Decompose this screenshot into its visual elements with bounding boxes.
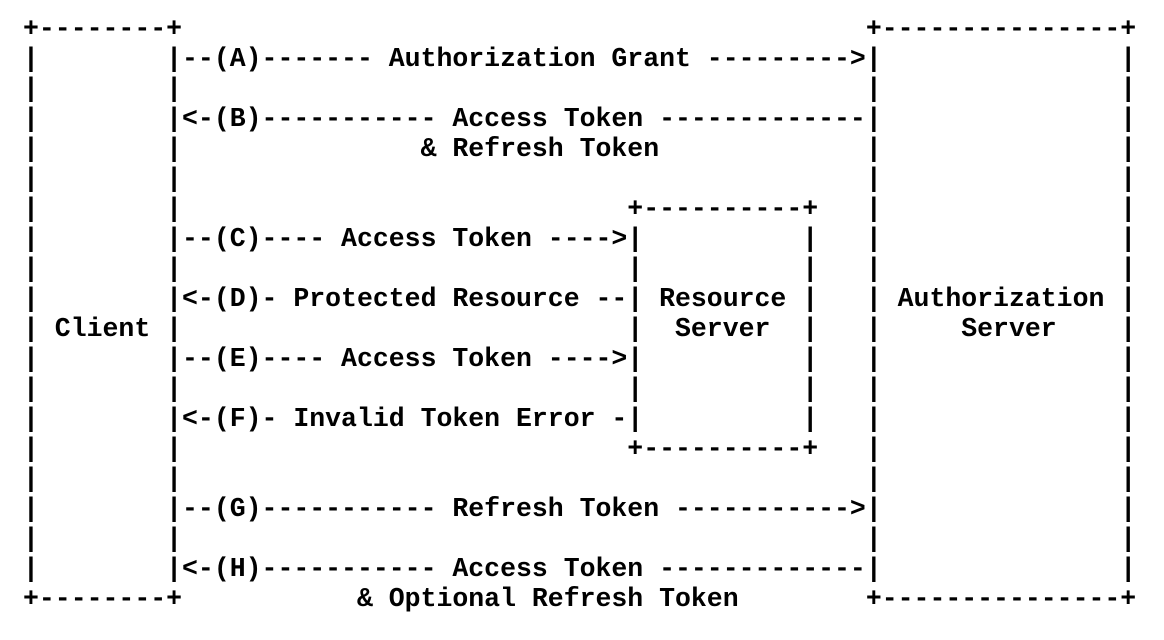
ascii-line: | |<-(D)- Protected Resource --| Resourc… bbox=[23, 284, 1137, 314]
ascii-line: | | | | | | bbox=[23, 254, 1137, 284]
ascii-flow-diagram: +--------+ +---------------+ | |--(A)---… bbox=[23, 14, 1164, 614]
ascii-line: | |--(A)------- Authorization Grant ----… bbox=[23, 44, 1137, 74]
ascii-line: +--------+ +---------------+ bbox=[23, 14, 1137, 44]
ascii-line: | |--(E)---- Access Token ---->| | | | bbox=[23, 344, 1137, 374]
ascii-line: | | | | bbox=[23, 464, 1137, 494]
ascii-line: | | | | bbox=[23, 524, 1137, 554]
ascii-line: | | | | bbox=[23, 164, 1137, 194]
ascii-line: | | & Refresh Token | | bbox=[23, 134, 1137, 164]
ascii-line: | | | | bbox=[23, 74, 1137, 104]
ascii-line: | | +----------+ | | bbox=[23, 434, 1137, 464]
ascii-line: | |<-(B)----------- Access Token -------… bbox=[23, 104, 1137, 134]
ascii-line: | | | | | | bbox=[23, 374, 1137, 404]
ascii-line: | |--(C)---- Access Token ---->| | | | bbox=[23, 224, 1137, 254]
ascii-line: | |--(G)----------- Refresh Token ------… bbox=[23, 494, 1137, 524]
ascii-line: | | +----------+ | | bbox=[23, 194, 1137, 224]
ascii-line: | |<-(H)----------- Access Token -------… bbox=[23, 554, 1137, 584]
ascii-line: +--------+ & Optional Refresh Token +---… bbox=[23, 584, 1137, 614]
ascii-line: | Client | | Server | | Server | bbox=[23, 314, 1137, 344]
ascii-line: | |<-(F)- Invalid Token Error -| | | | bbox=[23, 404, 1137, 434]
